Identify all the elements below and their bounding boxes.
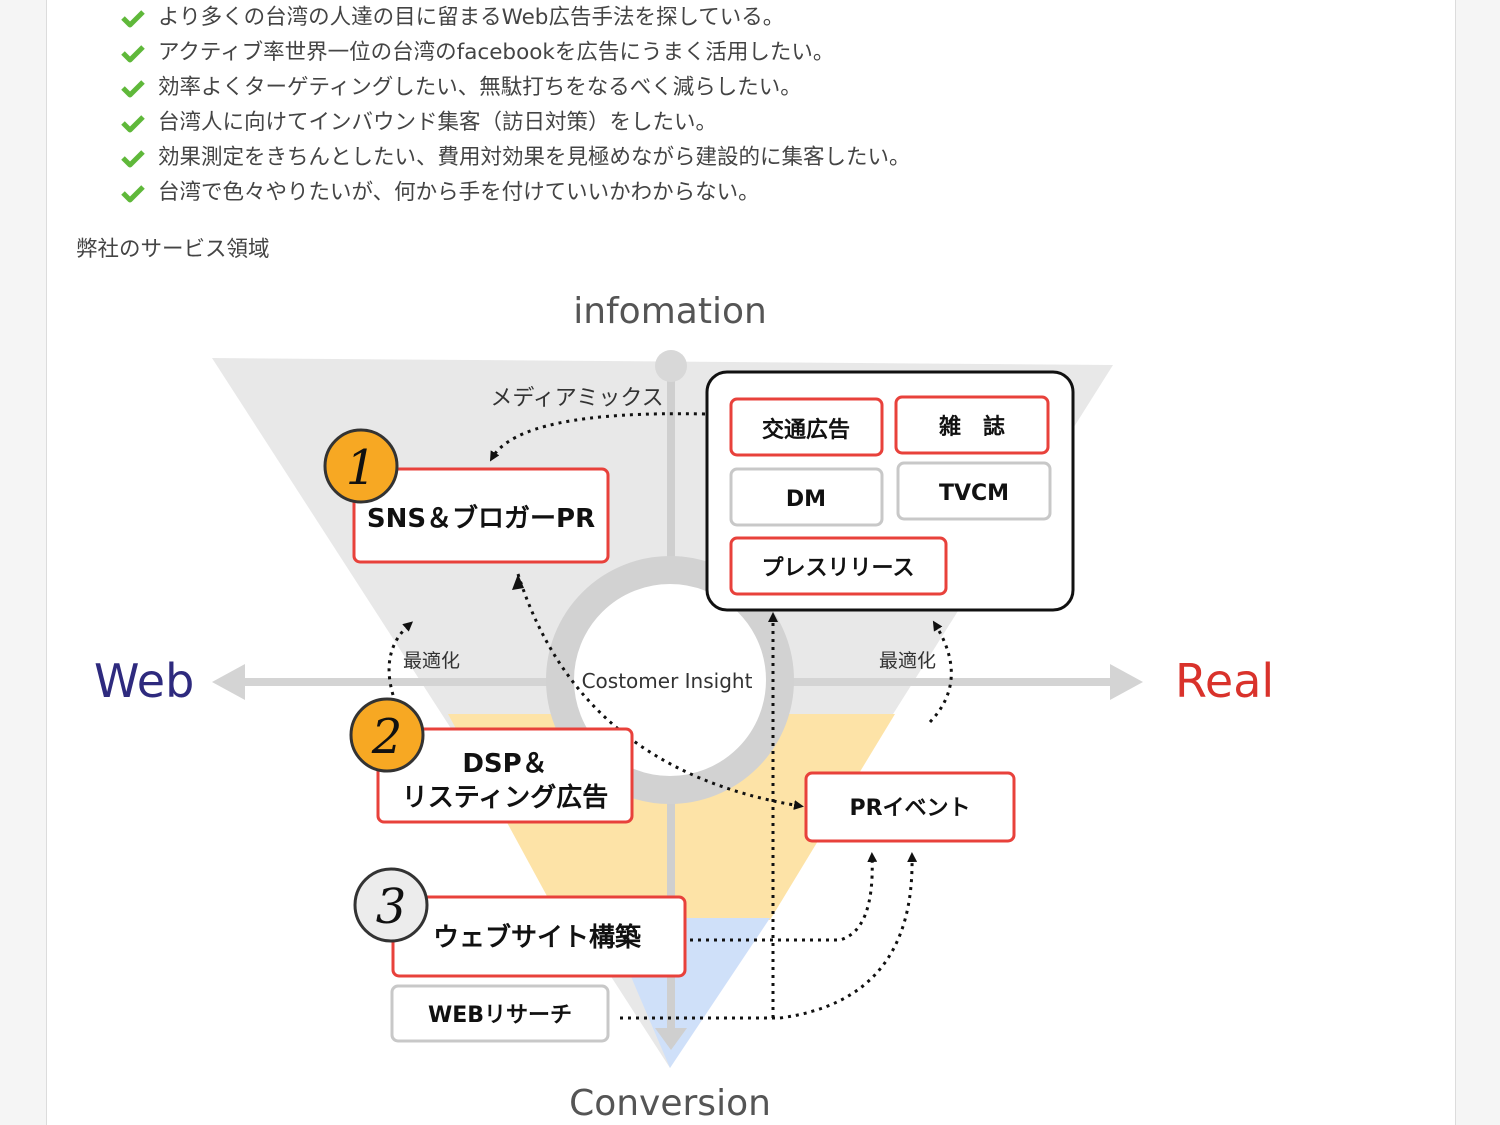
check-icon bbox=[121, 150, 145, 168]
check-icon bbox=[121, 10, 145, 28]
magazine-box: 雑 誌 bbox=[894, 395, 1050, 455]
step-1-sns-box: SNS＆ブロガーPR bbox=[352, 467, 610, 564]
step-2-label-line2: リスティング広告 bbox=[402, 782, 608, 813]
traffic-ad-box: 交通広告 bbox=[729, 397, 884, 457]
list-item-text: 効率よくターゲティングしたい、無駄打ちをなるべく減らしたい。 bbox=[158, 75, 802, 100]
dm-box: DM bbox=[729, 467, 884, 527]
list-item: 効率よくターゲティングしたい、無駄打ちをなるべく減らしたい。 bbox=[120, 70, 911, 105]
optimize-left-label: 最適化 bbox=[403, 650, 460, 672]
step-1-number: 1 bbox=[346, 440, 377, 496]
tvcm-box: TVCM bbox=[896, 461, 1052, 521]
optimize-left-arrow bbox=[387, 621, 414, 696]
check-icon bbox=[121, 45, 145, 63]
dm-label: DM bbox=[786, 487, 826, 512]
check-icon bbox=[121, 115, 145, 133]
customer-insight-label: Costomer Insight bbox=[582, 669, 753, 693]
real-label: Real bbox=[1175, 654, 1274, 708]
press-release-label: プレスリリース bbox=[762, 556, 915, 581]
list-item-text: 台湾で色々やりたいが、何から手を付けていいかわからない。 bbox=[158, 180, 760, 205]
step-2-number: 2 bbox=[371, 709, 403, 765]
list-item: 台湾人に向けてインバウンド集客（訪日対策）をしたい。 bbox=[120, 105, 911, 140]
pr-event-label: PRイベント bbox=[849, 796, 970, 821]
step-2-dsp-box: DSP＆ リスティング広告 bbox=[376, 727, 634, 824]
list-item-text: 台湾人に向けてインバウンド集客（訪日対策）をしたい。 bbox=[158, 110, 718, 135]
vertical-axis-bottom-arrow bbox=[655, 1028, 687, 1050]
tvcm-label: TVCM bbox=[939, 481, 1009, 506]
press-release-box: プレスリリース bbox=[729, 536, 948, 596]
checklist: より多くの台湾の人達の目に留まるWeb広告手法を探している。 アクティブ率世界一… bbox=[120, 0, 911, 210]
web-research-box: WEBリサーチ bbox=[390, 984, 610, 1043]
magazine-label: 雑 誌 bbox=[938, 414, 1005, 440]
list-item: より多くの台湾の人達の目に留まるWeb広告手法を探している。 bbox=[120, 0, 911, 35]
section-title: 弊社のサービス領域 bbox=[76, 237, 270, 262]
sns-pr-event-arrow bbox=[516, 573, 804, 810]
vertical-axis-top-knob bbox=[655, 350, 687, 382]
list-item-text: アクティブ率世界一位の台湾のfacebookを広告にうまく活用したい。 bbox=[158, 40, 835, 65]
top-label: infomation bbox=[573, 291, 767, 332]
web-label: Web bbox=[94, 654, 194, 708]
media-mix-arrow bbox=[489, 412, 706, 462]
step-2-label-line1: DSP＆ bbox=[462, 749, 547, 779]
list-item: 効果測定をきちんとしたい、費用対効果を見極めながら建設的に集客したい。 bbox=[120, 140, 911, 175]
traffic-ad-label: 交通広告 bbox=[762, 417, 850, 443]
list-item: アクティブ率世界一位の台湾のfacebookを広告にうまく活用したい。 bbox=[120, 35, 911, 70]
step-3-badge: 3 bbox=[353, 867, 429, 943]
step-1-label: SNS＆ブロガーPR bbox=[367, 503, 595, 534]
list-item: 台湾で色々やりたいが、何から手を付けていいかわからない。 bbox=[120, 175, 911, 210]
step-3-website-box: ウェブサイト構築 bbox=[391, 895, 687, 978]
check-icon bbox=[121, 185, 145, 203]
website-pr-arrow bbox=[690, 852, 878, 942]
bottom-label: Conversion bbox=[569, 1083, 771, 1124]
media-mix-label: メディアミックス bbox=[490, 386, 663, 411]
list-item-text: 効果測定をきちんとしたい、費用対効果を見極めながら建設的に集客したい。 bbox=[158, 145, 911, 170]
step-3-label: ウェブサイト構築 bbox=[433, 922, 642, 953]
optimize-right-label: 最適化 bbox=[879, 650, 936, 672]
real-arrow-head bbox=[1110, 664, 1143, 700]
web-arrow-head bbox=[212, 664, 245, 700]
pr-event-box: PRイベント bbox=[804, 771, 1016, 843]
step-1-badge: 1 bbox=[323, 428, 399, 504]
step-2-badge: 2 bbox=[349, 697, 425, 773]
list-item-text: より多くの台湾の人達の目に留まるWeb広告手法を探している。 bbox=[158, 5, 785, 30]
web-research-label: WEBリサーチ bbox=[428, 1003, 572, 1028]
sns-return-arrowhead bbox=[512, 574, 524, 590]
step-3-number: 3 bbox=[376, 879, 407, 935]
check-icon bbox=[121, 80, 145, 98]
